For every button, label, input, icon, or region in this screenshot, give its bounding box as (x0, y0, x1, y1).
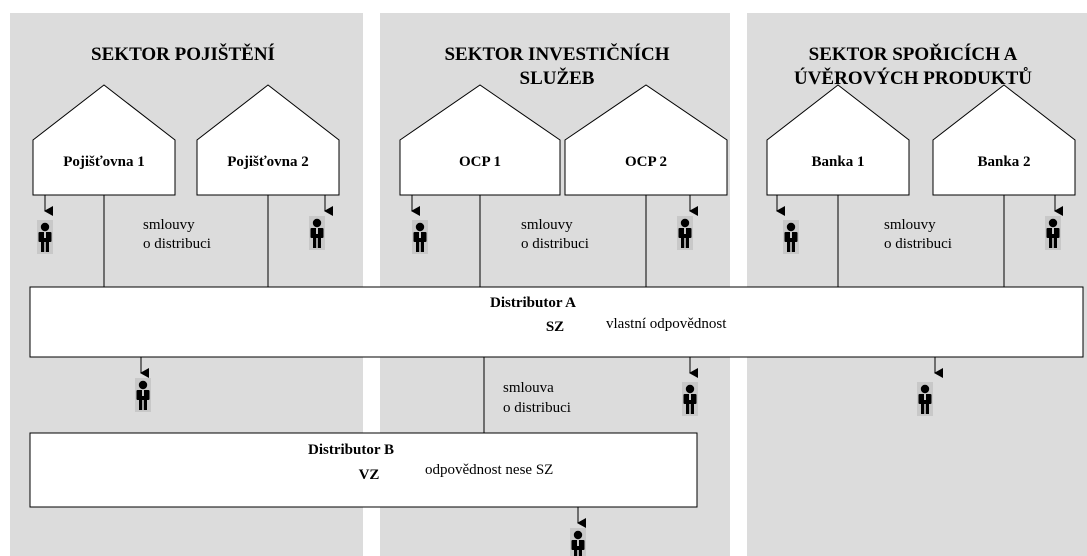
contract-label-sector-1-line1: smlouvy (143, 217, 195, 233)
company-pojistovna-2: Pojišťovna 2 (196, 84, 340, 196)
person-icon (917, 382, 933, 416)
company-label: Pojišťovna 1 (63, 154, 145, 170)
contract-lines (103, 195, 1005, 433)
person-icon (570, 528, 586, 556)
distributor-b-type: VZ (359, 467, 380, 483)
sector-title-investicni-line2: SLUŽEB (520, 67, 595, 89)
contract-label-sector-1-line2: o distribuci (143, 236, 211, 252)
contract-label-a-to-b-line1: smlouva (503, 380, 554, 396)
person-icon (682, 382, 698, 416)
sector-bg-uverove (747, 13, 1087, 556)
company-label: Banka 2 (978, 154, 1031, 170)
company-label: Pojišťovna 2 (227, 154, 309, 170)
company-label: Banka 1 (812, 154, 865, 170)
person-icon (677, 216, 693, 250)
person-icon (135, 378, 151, 412)
company-banka-2: Banka 2 (932, 84, 1076, 196)
company-ocp-2: OCP 2 (564, 84, 728, 196)
company-label: OCP 2 (625, 154, 667, 170)
person-icon (37, 220, 53, 254)
distributor-a-name: Distributor A (490, 295, 576, 311)
sector-title-investicni-line1: SEKTOR INVESTIČNÍCH (444, 43, 669, 65)
distributor-a-type: SZ (546, 319, 564, 335)
person-icon (783, 220, 799, 254)
contract-label-sector-2-line2: o distribuci (521, 236, 589, 252)
company-pojistovna-1: Pojišťovna 1 (32, 84, 176, 196)
sector-title-uverove-line1: SEKTOR SPOŘICÍCH A (809, 43, 1018, 65)
person-icon (309, 216, 325, 250)
sector-title-uverove-line2: ÚVĚROVÝCH PRODUKTŮ (794, 67, 1032, 89)
distributor-a-box: Distributor A SZ vlastní odpovědnost (29, 286, 1084, 358)
contract-label-sector-2-line1: smlouvy (521, 217, 573, 233)
company-ocp-1: OCP 1 (399, 84, 561, 196)
distributor-b-box: Distributor B VZ odpovědnost nese SZ (29, 432, 698, 508)
person-icon (412, 220, 428, 254)
contract-label-sector-3-line1: smlouvy (884, 217, 936, 233)
company-label: OCP 1 (459, 154, 501, 170)
contract-label-a-to-b-line2: o distribuci (503, 400, 571, 416)
person-icon (1045, 216, 1061, 250)
contract-label-sector-3-line2: o distribuci (884, 236, 952, 252)
client-arrows (44, 195, 1063, 528)
sector-title-pojisteni: SEKTOR POJIŠTĚNÍ (91, 43, 275, 65)
distributor-b-name: Distributor B (308, 442, 394, 458)
distributor-a-note: vlastní odpovědnost (606, 316, 727, 332)
company-banka-1: Banka 1 (766, 84, 910, 196)
distributor-b-note: odpovědnost nese SZ (425, 462, 553, 478)
